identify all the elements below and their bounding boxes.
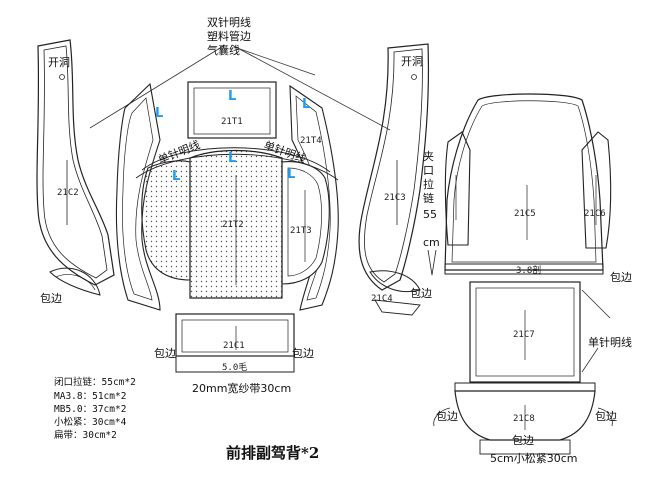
piece-21C5 (444, 93, 604, 275)
svg-text:MA3.8：51cm*2: MA3.8：51cm*2 (54, 391, 126, 402)
hole-marker-right (411, 74, 417, 80)
piece-21C3 (358, 43, 430, 316)
hole-marker-left (59, 74, 65, 80)
piece-label-21C2: 21C2 (57, 188, 79, 198)
piece-label-21T2: 21T2 (222, 220, 244, 230)
piece-label-21C8: 21C8 (513, 414, 535, 424)
piece-21T3-left (141, 160, 191, 281)
piece-label-21C6: 21C6 (584, 209, 606, 219)
binding-label-c1-left: 包边 (154, 347, 176, 360)
svg-text:口: 口 (423, 164, 434, 177)
grain-mark: L (228, 151, 236, 166)
binding-label-c8-left: 包边 (436, 410, 458, 423)
svg-text:拉: 拉 (423, 177, 434, 191)
piece-21C6-left (444, 131, 471, 246)
c5-dimension: 3.8剖 (516, 264, 541, 276)
elastic-label: 5cm小松紧30cm (490, 451, 578, 465)
binding-label-c6: 包边 (610, 271, 632, 284)
binding-label-c8-right: 包边 (595, 410, 617, 423)
piece-21T2 (189, 149, 283, 299)
piece-21C1 (175, 313, 295, 373)
piece-21T1 (187, 81, 277, 139)
grain-mark: L (287, 167, 295, 182)
piece-21C7 (469, 281, 611, 383)
svg-text:夹: 夹 (423, 150, 434, 163)
svg-text:双针明线: 双针明线 (207, 15, 251, 29)
svg-text:cm: cm (423, 236, 440, 249)
hole-label-right: 开洞 (401, 55, 423, 68)
grain-mark: L (302, 97, 310, 112)
topstitch-arcs (135, 147, 339, 181)
binding-label-c1-right: 包边 (292, 347, 314, 360)
piece-21C6 (581, 131, 612, 249)
piece-label-21C5: 21C5 (514, 209, 536, 219)
piece-label-21C7: 21C7 (513, 330, 535, 340)
piece-21T3-right (281, 161, 330, 285)
c1-dimension: 5.0毛 (222, 361, 247, 373)
piece-label-21T4: 21T4 (300, 136, 322, 146)
page-title: 前排副驾背*2 (226, 444, 319, 462)
svg-text:MB5.0：37cm*2: MB5.0：37cm*2 (54, 404, 126, 415)
binding-label-c8-bottom: 包边 (512, 434, 534, 447)
grain-mark: L (155, 106, 163, 121)
binding-label-left: 包边 (40, 292, 62, 305)
piece-label-21C3: 21C3 (384, 193, 406, 203)
svg-text:塑料管边: 塑料管边 (207, 29, 251, 43)
svg-text:闭口拉链：55cm*2: 闭口拉链：55cm*2 (54, 376, 136, 388)
svg-text:扁带：30cm*2: 扁带：30cm*2 (54, 429, 117, 441)
svg-text:55: 55 (423, 208, 437, 221)
zipper-arrow (427, 249, 437, 276)
piece-label-21T3: 21T3 (290, 226, 312, 236)
grain-mark: L (172, 169, 180, 184)
strip-label: 20mm宽纱带30cm (192, 381, 291, 395)
material-notes: 闭口拉链：55cm*2 MA3.8：51cm*2 MB5.0：37cm*2 小松… (54, 376, 136, 441)
top-label: 双针明线 塑料管边 气囊线 (207, 15, 251, 57)
piece-21C2 (36, 39, 115, 296)
svg-text:气囊线: 气囊线 (207, 43, 240, 57)
svg-text:链: 链 (423, 191, 434, 205)
piece-21C8 (433, 382, 613, 455)
leader-lines (89, 44, 391, 131)
zipper-label: 夹 口 拉 链 55 cm (423, 150, 440, 249)
grain-mark: L (228, 89, 236, 104)
single-needle-label: 单针明线 (588, 335, 632, 349)
grain-markers: L L L L L L (155, 89, 310, 184)
svg-text:小松紧：30cm*4: 小松紧：30cm*4 (54, 416, 127, 428)
piece-label-21C4: 21C4 (371, 294, 393, 304)
hole-label-left: 开洞 (48, 56, 70, 69)
binding-label-c4: 包边 (410, 287, 432, 300)
piece-label-21C1: 21C1 (223, 341, 245, 351)
piece-label-21T1: 21T1 (221, 117, 243, 127)
